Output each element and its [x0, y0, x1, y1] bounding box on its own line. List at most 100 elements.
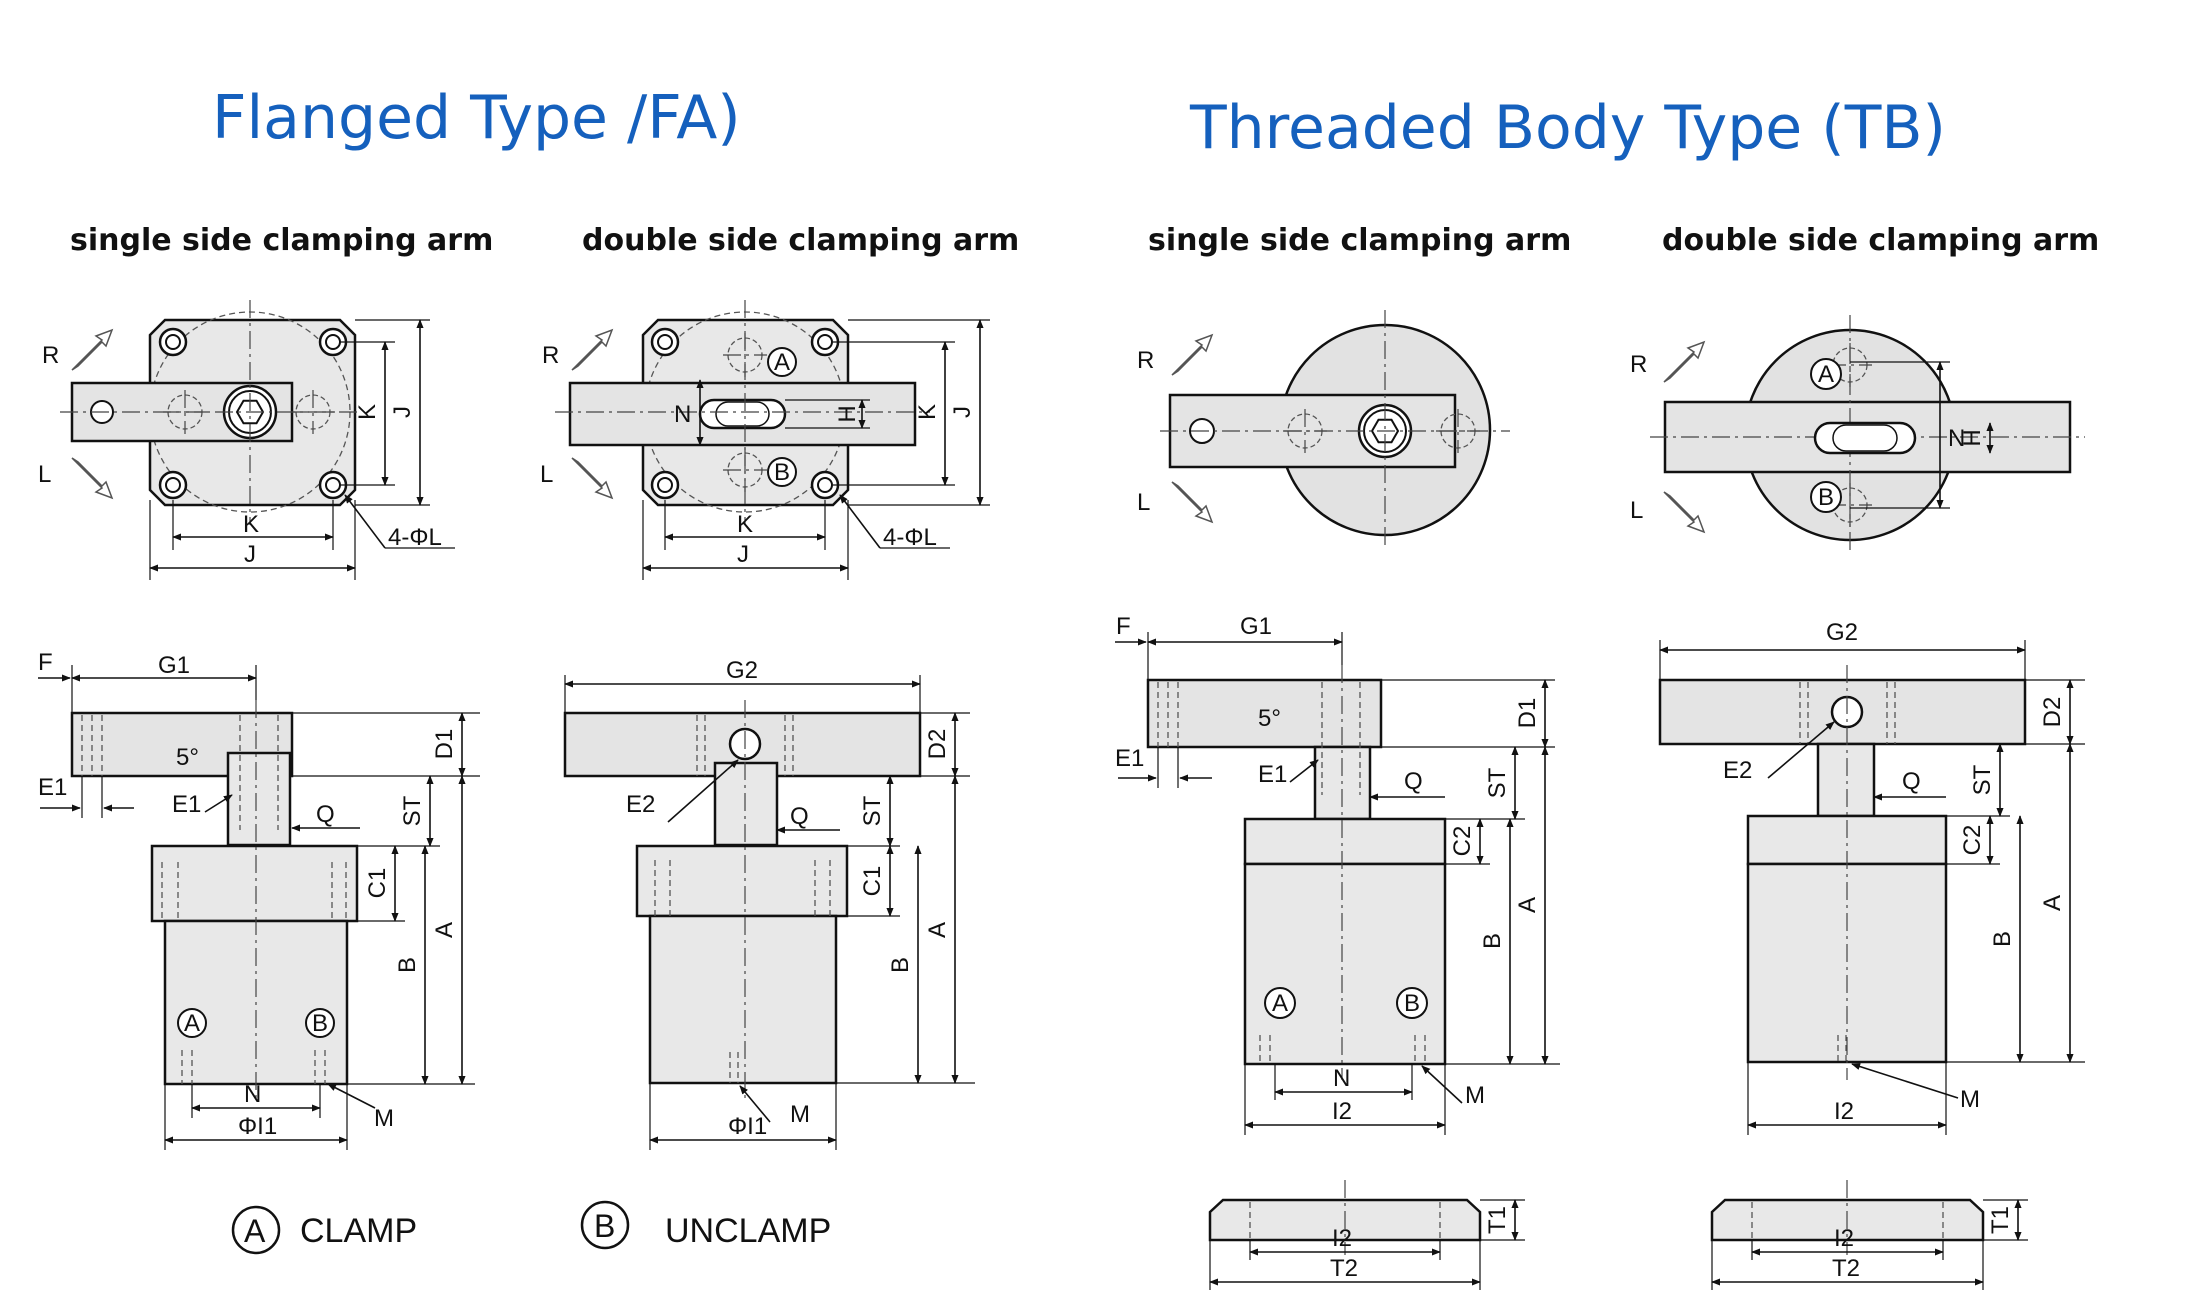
dim-f-label: F — [38, 649, 53, 676]
dim-m-label: M — [374, 1105, 394, 1132]
dim-b-label: B — [1479, 933, 1506, 949]
tb-single-top-view: R L — [1137, 310, 1510, 550]
port-b-marker: B — [1818, 484, 1834, 511]
dim-a-label: A — [2039, 895, 2066, 911]
unclamp-symbol-letter: B — [594, 1208, 615, 1244]
dim-m-label: M — [1465, 1082, 1485, 1109]
port-a-marker: A — [774, 349, 790, 376]
rotate-left-label: L — [1137, 489, 1150, 516]
dim-e2-label: E2 — [1723, 757, 1752, 784]
flanged-type-title: Flanged Type /FA) — [212, 83, 741, 153]
fa-single-front-view: A B 5° G1 F E1 E1 Q D1 ST C1 B — [38, 649, 480, 1150]
dim-i2-label: I2 — [1332, 1098, 1352, 1125]
dim-n-label: N — [244, 1081, 261, 1108]
port-a-marker: A — [1818, 361, 1834, 388]
dim-a-label: A — [924, 922, 951, 938]
port-b-marker: B — [312, 1010, 328, 1037]
dim-q-label: Q — [1902, 768, 1921, 795]
dim-h-label: H — [1959, 429, 1986, 446]
angle-5-degree-label: 5° — [1258, 705, 1281, 732]
dim-h-label: H — [834, 405, 861, 422]
tb-double-front-view: G2 E2 Q D2 ST C2 B A I2 M — [1658, 619, 2085, 1135]
dim-f-label: F — [1116, 613, 1131, 640]
dim-q-label: Q — [790, 803, 809, 830]
dim-k-vertical-label: K — [354, 404, 381, 420]
dim-m-label: M — [790, 1101, 810, 1128]
tb-single-subtitle: single side clamping arm — [1148, 223, 1572, 258]
dim-d1-label: D1 — [431, 729, 458, 760]
dim-e1-label: E1 — [1115, 745, 1144, 772]
dim-t1-label: T1 — [1987, 1206, 2014, 1234]
port-b-marker: B — [774, 459, 790, 486]
clamp-symbol-letter: A — [244, 1213, 266, 1249]
fa-single-subtitle: single side clamping arm — [70, 223, 494, 258]
fa-double-top-view: A B R L N H K J K J 4-ΦL — [540, 300, 990, 580]
dim-g2-label: G2 — [1826, 619, 1858, 646]
dim-d2-label: D2 — [2039, 697, 2066, 728]
dim-st-label: ST — [399, 795, 426, 826]
dim-k-label: K — [737, 511, 753, 538]
dim-c1-label: C1 — [364, 868, 391, 899]
dim-t2-label: T2 — [1832, 1255, 1860, 1282]
dim-q-label: Q — [1404, 768, 1423, 795]
dim-g1-label: G1 — [1240, 613, 1272, 640]
port-a-marker: A — [184, 1010, 200, 1037]
dim-st-label: ST — [859, 795, 886, 826]
rotate-right-label: R — [1137, 347, 1154, 374]
fa-double-subtitle: double side clamping arm — [582, 223, 1020, 258]
tb-double-nut-view: T1 I2 T2 — [1710, 1180, 2028, 1290]
dim-j-vertical-label: J — [389, 406, 416, 418]
tb-single-front-view: A B 5° G1 F E1 E1 Q D1 ST C2 B — [1115, 613, 1560, 1135]
dim-n-label: N — [1948, 425, 1965, 452]
tb-single-nut-view: T1 I2 T2 — [1208, 1180, 1525, 1290]
dim-a-label: A — [1514, 897, 1541, 913]
dim-k-vertical-label: K — [914, 404, 941, 420]
dim-b-label: B — [887, 957, 914, 973]
dim-st-label: ST — [1484, 767, 1511, 798]
dim-m-label: M — [1960, 1086, 1980, 1113]
dim-4-phi-l-label: 4-ΦL — [388, 524, 442, 551]
dim-e1-leader-label: E1 — [1258, 761, 1287, 788]
dim-d1-label: D1 — [1514, 698, 1541, 729]
clamp-symbol-circle — [231, 1205, 281, 1255]
rotate-left-label: L — [38, 461, 51, 488]
dim-c2-label: C2 — [1449, 826, 1476, 857]
fa-single-top-view: R L K J K J 4-ΦL — [38, 300, 455, 580]
legend-clamp-text: CLAMP — [300, 1212, 418, 1250]
dim-k-label: K — [243, 511, 259, 538]
dim-n-label: N — [1333, 1065, 1350, 1092]
dim-st-label: ST — [1969, 764, 1996, 795]
port-b-marker: B — [1404, 990, 1420, 1017]
dim-g2-label: G2 — [726, 657, 758, 684]
threaded-body-type-title: Threaded Body Type (TB) — [1190, 93, 1946, 163]
rotate-right-label: R — [542, 342, 559, 369]
port-a-marker: A — [1272, 990, 1288, 1017]
dim-d2-label: D2 — [924, 729, 951, 760]
rotate-left-label: L — [1630, 497, 1643, 524]
dim-4-phi-l-label: 4-ΦL — [883, 524, 937, 551]
angle-5-degree-label: 5° — [176, 744, 199, 771]
dim-b-label: B — [1989, 931, 2016, 947]
dim-b-label: B — [394, 957, 421, 973]
rotate-left-label: L — [540, 461, 553, 488]
dim-j-label: J — [244, 541, 256, 568]
dim-q-label: Q — [316, 801, 335, 828]
dim-i2-label: I2 — [1834, 1225, 1854, 1252]
dim-j-vertical-label: J — [949, 406, 976, 418]
rotate-right-label: R — [42, 342, 59, 369]
dim-c1-label: C1 — [859, 866, 886, 897]
fa-double-front-view: G2 E2 Q D2 ST C1 B A ΦI1 M — [563, 657, 975, 1150]
dim-t2-label: T2 — [1330, 1255, 1358, 1282]
dim-e2-label: E2 — [626, 791, 655, 818]
dim-j-label: J — [737, 541, 749, 568]
legend-unclamp-text: UNCLAMP — [665, 1212, 832, 1250]
legend-symbols: A B — [231, 1200, 630, 1255]
rotate-right-label: R — [1630, 351, 1647, 378]
dim-phi-i1-label: ΦI1 — [728, 1113, 767, 1140]
dim-a-label: A — [431, 922, 458, 938]
dim-g1-label: G1 — [158, 652, 190, 679]
dim-n-label: N — [674, 401, 691, 428]
dim-c2-label: C2 — [1959, 825, 1986, 856]
tb-double-subtitle: double side clamping arm — [1662, 223, 2100, 258]
